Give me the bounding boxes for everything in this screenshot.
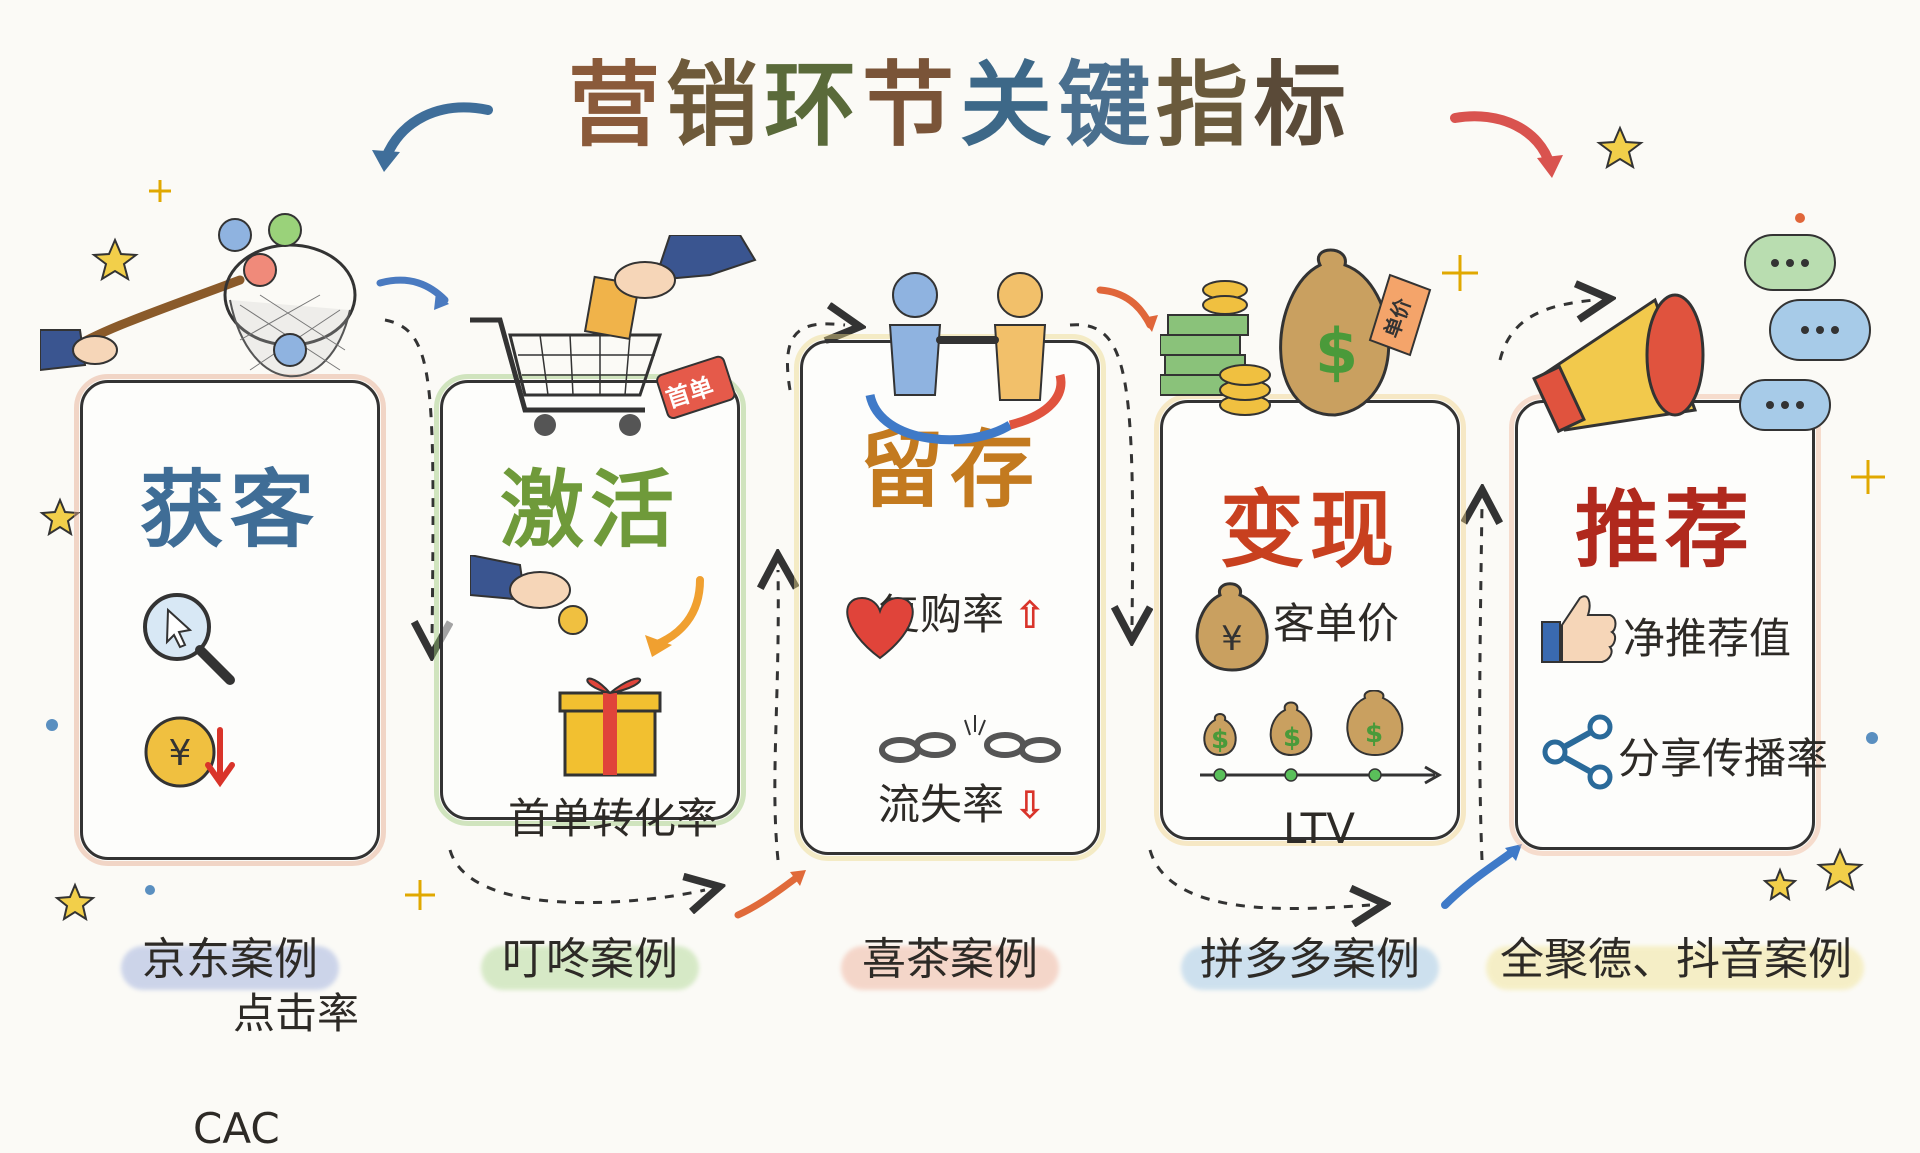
acquisition-net-illustration (40, 200, 360, 430)
metric-item: 首单转化率 (508, 798, 718, 840)
metric-item: 客单价 (1273, 603, 1399, 645)
svg-text:$: $ (1283, 723, 1301, 753)
trend-down-arrow-icon: ⇩ (1014, 783, 1046, 827)
growing-money-bags-icon: $ $ $ (1195, 690, 1445, 789)
title-arrow-left (385, 107, 488, 160)
connector-4-5 (1150, 850, 1370, 909)
metric-label: 净推荐值 (1623, 618, 1791, 660)
hand-coin-icon (470, 555, 600, 649)
metric-item: LTV (1283, 808, 1355, 850)
down-left-arrow-icon (640, 575, 720, 669)
broken-chain-icon (875, 710, 1065, 784)
metric-label: CAC (193, 1108, 280, 1150)
case-text: 喜茶案例 (862, 934, 1038, 985)
case-text: 叮咚案例 (502, 934, 678, 985)
case-label-1: 京东案例 (135, 938, 325, 982)
stage-name: 获客 (83, 468, 377, 552)
share-icon (1540, 712, 1620, 796)
stage-name: 激活 (443, 468, 737, 552)
yen-coin-down-icon: ¥ (140, 710, 240, 804)
metric-item: 流失率⇩ (878, 783, 1046, 827)
metric-item: 分享传播率 (1618, 738, 1828, 780)
connector-5-up (1480, 505, 1482, 860)
case-label-4: 拼多多案例 (1195, 938, 1425, 982)
title-arrow-right (1455, 116, 1550, 165)
metric-label: 流失率 (878, 784, 1004, 826)
case-text: 拼多多案例 (1200, 934, 1420, 985)
handshake-illustration (860, 265, 1080, 455)
money-bag-dollar-sign: $ (1315, 315, 1358, 388)
metric-label: 点击率 (233, 993, 359, 1035)
metric-item: 净推荐值 (1623, 618, 1791, 660)
metric-label: 首单转化率 (508, 798, 718, 840)
connector-1-2 (385, 320, 433, 640)
svg-text:¥: ¥ (169, 733, 192, 774)
case-label-3: 喜茶案例 (855, 938, 1045, 982)
metric-item: 点击率 (233, 993, 359, 1035)
svg-text:$: $ (1365, 719, 1383, 749)
case-label-5: 全聚德、抖音案例 (1500, 938, 1850, 982)
svg-text:¥: ¥ (1221, 619, 1243, 659)
money-pile-illustration: $ 单价 (1160, 245, 1460, 445)
connector-3-up (775, 570, 778, 860)
case-text: 全聚德、抖音案例 (1500, 934, 1852, 985)
thumbs-up-icon (1540, 590, 1620, 674)
metric-label: LTV (1283, 808, 1355, 850)
metric-label: 分享传播率 (1618, 738, 1828, 780)
trend-up-arrow-icon: ⇧ (1014, 593, 1046, 637)
gift-box-icon (555, 665, 665, 784)
shopping-cart-illustration: 首单 (470, 235, 760, 445)
metric-item: CAC (193, 1108, 280, 1150)
case-text: 京东案例 (142, 934, 318, 985)
stage-name: 推荐 (1518, 488, 1812, 572)
stage-name: 变现 (1163, 488, 1457, 572)
metric-label: 客单价 (1273, 603, 1399, 645)
magnifier-cursor-icon (135, 585, 240, 694)
heart-icon (840, 593, 920, 667)
megaphone-illustration (1525, 230, 1885, 450)
svg-text:$: $ (1211, 725, 1229, 755)
yen-money-bag-icon: ¥ (1190, 580, 1275, 679)
connector-2-3 (450, 850, 705, 903)
case-label-2: 叮咚案例 (495, 938, 685, 982)
